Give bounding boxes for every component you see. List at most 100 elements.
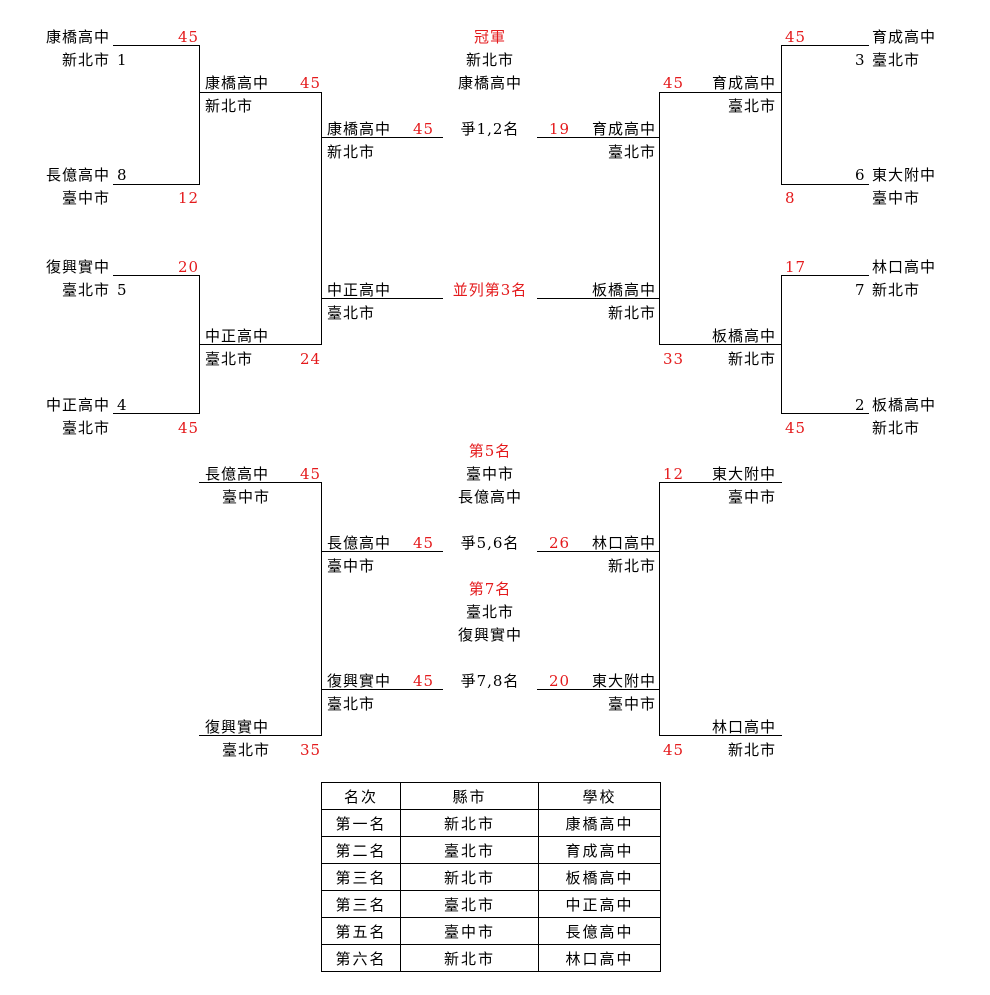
team-city: 新北市 [872, 419, 921, 437]
team-name: 康橋高中 [327, 120, 392, 138]
table-header: 縣市 [400, 782, 539, 810]
score: 12 [663, 465, 685, 483]
team-city: 新北市 [61, 51, 110, 69]
team-name: 林口高中 [872, 258, 937, 276]
city-cell: 新北市 [400, 863, 539, 891]
school-cell: 長億高中 [538, 917, 661, 945]
p78-label: 爭7,8名 [460, 672, 520, 690]
team-name: 板橋高中 [591, 281, 656, 299]
team-city: 臺北市 [727, 97, 776, 115]
team-name: 中正高中 [327, 281, 392, 299]
school-cell: 板橋高中 [538, 863, 661, 891]
score: 45 [663, 74, 685, 92]
rank-cell: 第三名 [321, 863, 401, 891]
seventh-school: 復興實中 [457, 626, 522, 644]
team-name: 長億高中 [205, 465, 270, 483]
team-name: 中正高中 [45, 396, 110, 414]
school-cell: 育成高中 [538, 836, 661, 864]
team-name: 東大附中 [591, 672, 656, 690]
p56-label: 爭5,6名 [460, 534, 520, 552]
table-header: 名次 [321, 782, 401, 810]
school-cell: 中正高中 [538, 890, 661, 918]
city-cell: 臺北市 [400, 890, 539, 918]
score: 24 [300, 350, 322, 368]
team-city: 新北市 [607, 304, 656, 322]
ranking-table: 名次 縣市 學校 第一名 新北市 康橋高中 第二名 臺北市 育成高中 第三名 新… [321, 782, 661, 972]
team-city: 臺北市 [61, 419, 110, 437]
team-name: 復興實中 [205, 718, 270, 736]
rank-cell: 第三名 [321, 890, 401, 918]
team-name: 東大附中 [872, 166, 937, 184]
team-city: 新北市 [327, 143, 376, 161]
score: 20 [178, 258, 200, 276]
score: 8 [785, 189, 796, 207]
team-city: 臺中市 [222, 488, 271, 506]
champion-title: 冠軍 [473, 28, 506, 46]
seed-number: 3 [855, 51, 866, 69]
city-cell: 臺北市 [400, 836, 539, 864]
rank-cell: 第二名 [321, 836, 401, 864]
seed-number: 7 [855, 281, 866, 299]
table-row: 第五名 臺中市 長億高中 [321, 917, 661, 945]
score: 45 [413, 672, 435, 690]
seed-number: 2 [855, 396, 866, 414]
team-city: 臺北市 [607, 143, 656, 161]
team-city: 新北市 [872, 281, 921, 299]
seed-number: 6 [855, 166, 866, 184]
team-name: 長億高中 [327, 534, 392, 552]
rank-cell: 第五名 [321, 917, 401, 945]
seventh-title: 第7名 [468, 580, 512, 598]
team-name: 育成高中 [591, 120, 656, 138]
team-city: 臺中市 [607, 695, 656, 713]
team-city: 臺北市 [327, 304, 376, 322]
table-row: 第一名 新北市 康橋高中 [321, 809, 661, 837]
fifth-school: 長億高中 [457, 488, 522, 506]
team-name: 育成高中 [711, 74, 776, 92]
seed-number: 4 [117, 396, 128, 414]
table-row: 第六名 新北市 林口高中 [321, 944, 661, 972]
team-city: 新北市 [607, 557, 656, 575]
fifth-title: 第5名 [468, 442, 512, 460]
score: 35 [300, 741, 322, 759]
team-name: 板橋高中 [711, 327, 776, 345]
city-cell: 新北市 [400, 809, 539, 837]
score: 45 [178, 419, 200, 437]
team-city: 臺中市 [727, 488, 776, 506]
team-name: 東大附中 [711, 465, 776, 483]
score: 20 [549, 672, 571, 690]
team-city: 臺中市 [872, 189, 921, 207]
team-name: 復興實中 [45, 258, 110, 276]
team-city: 臺中市 [61, 189, 110, 207]
score: 45 [785, 28, 807, 46]
table-row: 第三名 臺北市 中正高中 [321, 890, 661, 918]
champion-city: 新北市 [465, 51, 514, 69]
team-city: 新北市 [205, 97, 254, 115]
team-city: 臺北市 [327, 695, 376, 713]
team-name: 中正高中 [205, 327, 270, 345]
city-cell: 臺中市 [400, 917, 539, 945]
table-header: 學校 [538, 782, 661, 810]
table-row: 第三名 新北市 板橋高中 [321, 863, 661, 891]
score: 45 [413, 534, 435, 552]
rank-cell: 第一名 [321, 809, 401, 837]
team-city: 新北市 [727, 350, 776, 368]
team-name: 林口高中 [711, 718, 776, 736]
seed-number: 5 [117, 281, 128, 299]
team-city: 臺北市 [205, 350, 254, 368]
score: 33 [663, 350, 685, 368]
team-city: 新北市 [727, 741, 776, 759]
seventh-city: 臺北市 [465, 603, 514, 621]
score: 12 [178, 189, 200, 207]
score: 45 [300, 465, 322, 483]
team-name: 長億高中 [45, 166, 110, 184]
score: 45 [300, 74, 322, 92]
team-city: 臺北市 [61, 281, 110, 299]
school-cell: 康橋高中 [538, 809, 661, 837]
team-name: 復興實中 [327, 672, 392, 690]
score: 45 [785, 419, 807, 437]
team-name: 育成高中 [872, 28, 937, 46]
team-city: 臺北市 [872, 51, 921, 69]
school-cell: 林口高中 [538, 944, 661, 972]
final-label: 爭1,2名 [460, 120, 520, 138]
score: 17 [785, 258, 807, 276]
